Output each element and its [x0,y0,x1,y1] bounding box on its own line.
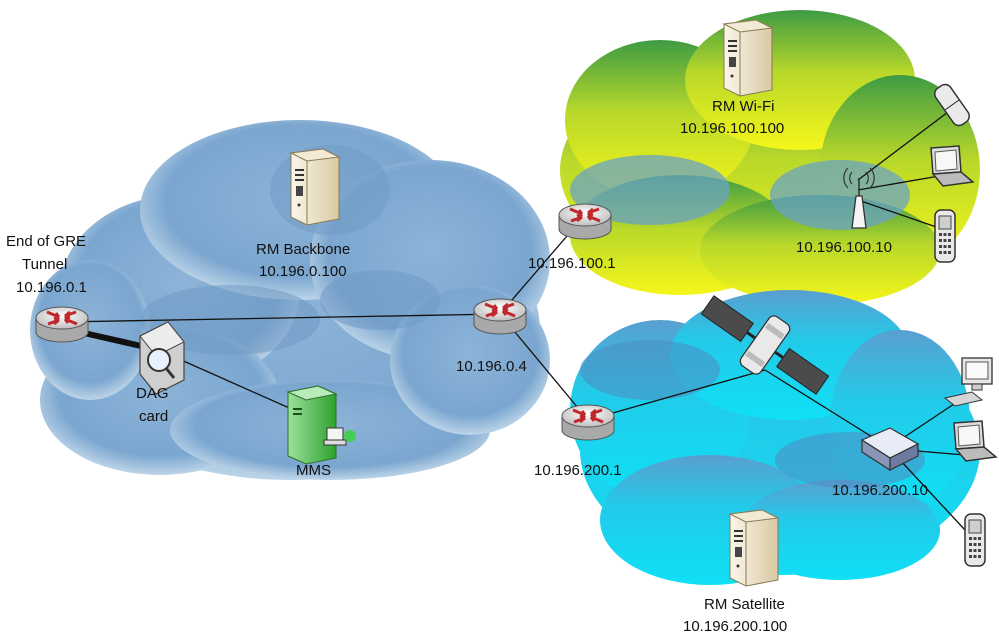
satellite-modem-icon[interactable] [860,427,920,472]
link-satellite-modem [764,369,886,446]
mms-server-icon[interactable] [286,385,356,465]
link-gre-core [61,313,501,323]
wifi-router-ip: 10.196.100.1 [528,255,616,272]
link-sat-router-satellite [587,369,766,421]
wifi-handset-icon[interactable] [934,209,956,263]
core-router-ip: 10.196.0.4 [456,358,527,375]
link-dag-mms [169,354,306,416]
wifi-access-point-icon[interactable] [843,167,875,229]
wifi-cloud-shading [570,155,910,230]
rm-satellite-name: RM Satellite [704,596,785,613]
satellite-handset-icon[interactable] [964,513,986,567]
network-links [61,111,966,531]
link-modem-phone [899,459,966,531]
core-router-icon[interactable] [472,297,528,336]
flip-phone-icon[interactable] [932,82,972,128]
link-ap-handset [857,199,946,231]
rm-wifi-ip: 10.196.100.100 [680,120,785,137]
desktop-pc-icon[interactable] [943,357,993,407]
access-point-ip: 10.196.100.10 [796,239,892,256]
mms-label: MMS [296,462,331,479]
link-ap-phone [857,111,949,181]
rm-wifi-name: RM Wi-Fi [712,98,775,115]
gre-ip-label: 10.196.0.1 [16,279,87,296]
rm-satellite-ip: 10.196.200.100 [683,618,788,635]
wifi-router-icon[interactable] [557,202,613,241]
rm-wifi-server-icon[interactable] [723,19,773,97]
link-ap-laptop [857,174,946,191]
satellite-router-icon[interactable] [560,403,616,442]
link-modem-desktop [899,399,961,441]
gre-label-line1: End of GRE [6,233,87,250]
satellite-modem-ip: 10.196.200.10 [832,482,928,499]
rm-satellite-server-icon[interactable] [729,509,779,587]
dag-label-line2: card [139,408,169,425]
rm-backbone-server-icon[interactable] [290,148,340,226]
satellite-router-ip: 10.196.200.1 [534,462,622,479]
rm-backbone-ip: 10.196.0.100 [259,263,347,280]
gre-label-line2: Tunnel [22,256,68,273]
gre-router-icon[interactable] [34,305,90,344]
satellite-icon[interactable] [690,280,839,409]
rm-backbone-name: RM Backbone [256,241,351,258]
satellite-laptop-icon[interactable] [953,420,997,462]
dag-card-icon[interactable] [139,321,185,395]
dag-label-line1: DAG [136,385,169,402]
